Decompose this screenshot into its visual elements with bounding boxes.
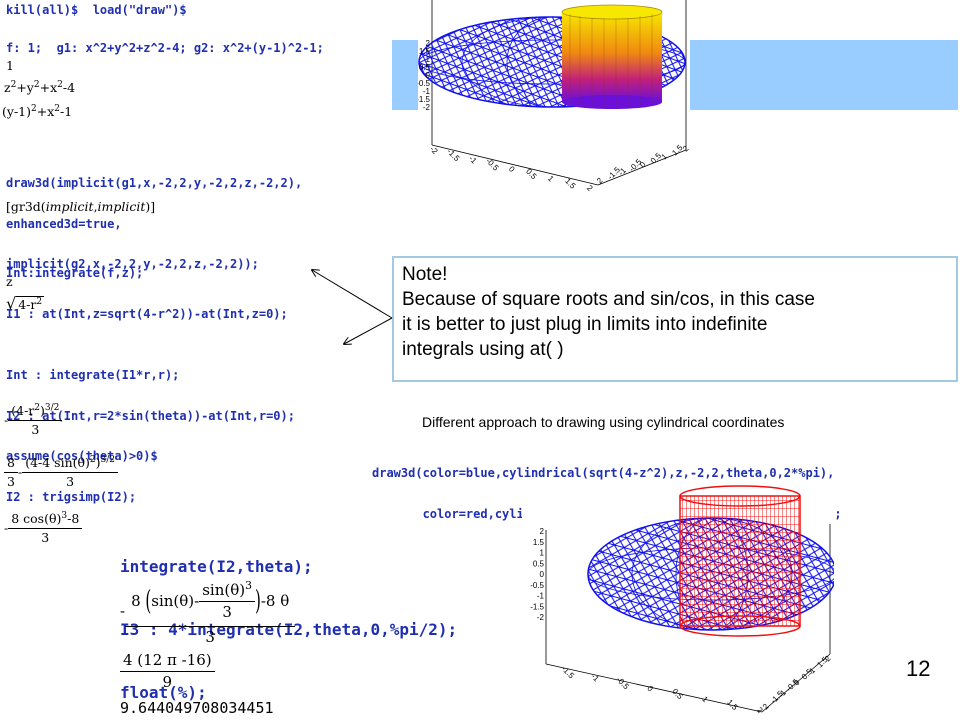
arrow-to-i2 xyxy=(344,317,393,344)
note-line-3: integrals using at( ) xyxy=(402,339,564,360)
z-tick-label: 0.5 xyxy=(419,63,431,72)
z-tick-label: 0 xyxy=(426,71,431,80)
note-title: Note! xyxy=(402,264,448,285)
y-tick-label: -1 xyxy=(777,688,789,700)
x-tick-label: 1 xyxy=(546,174,556,184)
code-integrate-r: Int : integrate(I1*r,r); I2 : at(Int,r=2… xyxy=(6,368,295,504)
output-i3: 4 (12 π -16)9 xyxy=(120,651,215,692)
z-tick-label: 1 xyxy=(540,549,545,558)
x-tick-label: -1 xyxy=(467,154,479,166)
output-f: 1 xyxy=(6,58,14,73)
z-tick-label: 2 xyxy=(426,39,431,48)
code-define-functions: f: 1; g1: x^2+y^2+z^2-4; g2: x^2+(y-1)^2… xyxy=(6,41,324,55)
y-tick-label: 2 xyxy=(761,702,771,712)
z-tick-label: -2 xyxy=(537,613,545,622)
caption-cylindrical: Different approach to drawing using cyli… xyxy=(422,414,785,430)
z-tick-label: 0 xyxy=(540,570,545,579)
highlight-bar-left xyxy=(392,40,418,110)
y-tick-label: 2 xyxy=(681,144,690,154)
x-tick-label: 1 xyxy=(700,695,710,705)
x-tick-label: -1 xyxy=(589,672,601,684)
z-tick-label: 1 xyxy=(426,55,431,64)
z-tick-label: -2 xyxy=(423,103,431,112)
z-tick-label: 0.5 xyxy=(533,559,545,568)
cylinder-mesh-red xyxy=(679,495,801,627)
output-g2: (y-1)2+x2-1 xyxy=(2,104,73,119)
z-tick-label: -1 xyxy=(423,87,431,96)
page-number: 12 xyxy=(906,656,931,681)
y-tick-label: 1 xyxy=(660,152,670,162)
note-arrows xyxy=(300,260,393,360)
z-tick-label: -1.5 xyxy=(530,602,544,611)
y-tick-label: 1 xyxy=(808,666,818,676)
cylinder-surface xyxy=(562,12,662,102)
x-tick-label: 0 xyxy=(645,684,655,694)
highlight-bar-right xyxy=(688,40,958,110)
code-integrate-theta: integrate(I2,theta); I3 : 4*integrate(I2… xyxy=(120,557,458,702)
code-draw3d-implicit: draw3d(implicit(g1,x,-2,2,y,-2,2,z,-2,2)… xyxy=(6,176,303,271)
y-tick-label: 2 xyxy=(595,176,605,186)
note-line-2: it is better to just plug in limits into… xyxy=(402,314,768,335)
output-sqrt: √4-r2 xyxy=(6,294,45,313)
y-tick-label: 2 xyxy=(823,654,833,664)
y-tick-label: 0 xyxy=(638,160,648,170)
note-box: Note! Because of square roots and sin/co… xyxy=(392,256,958,382)
z-tick-label: -1.5 xyxy=(418,95,431,104)
z-tick-label: -1 xyxy=(537,592,545,601)
plot-implicit-3d: 21.510.50-0.5-1-1.5-2 -2-1.5-1-0.500.511… xyxy=(418,0,690,195)
z-tick-label: -0.5 xyxy=(530,581,544,590)
z-tick-label: -0.5 xyxy=(418,79,431,88)
code-integrate-z: Int:integrate(f,z); I1 : at(Int,z=sqrt(4… xyxy=(6,266,288,321)
x-tick-label: 0 xyxy=(507,164,517,174)
x-tick-label: 2 xyxy=(585,183,595,193)
note-line-1: Because of square roots and sin/cos, in … xyxy=(402,289,815,310)
output-z: z xyxy=(6,274,13,289)
y-tick-label: -1 xyxy=(617,166,629,178)
x-tick-label: 2 xyxy=(755,705,765,715)
z-tick-label: 2 xyxy=(540,527,545,536)
y-tick-label: 0 xyxy=(792,678,802,688)
output-draw3d: [gr3d(implicit,implicit)] xyxy=(6,199,156,214)
arrow-to-i1 xyxy=(312,270,393,319)
output-g1: z2+y2+x2-4 xyxy=(4,80,76,95)
x-tick-label: -2 xyxy=(428,145,440,157)
z-tick-label: 1.5 xyxy=(533,538,545,547)
code-kill-load: kill(all)$ load("draw")$ xyxy=(6,3,187,17)
output-float: 9.644049708034451 xyxy=(120,699,274,717)
z-tick-label: 1.5 xyxy=(419,47,431,56)
